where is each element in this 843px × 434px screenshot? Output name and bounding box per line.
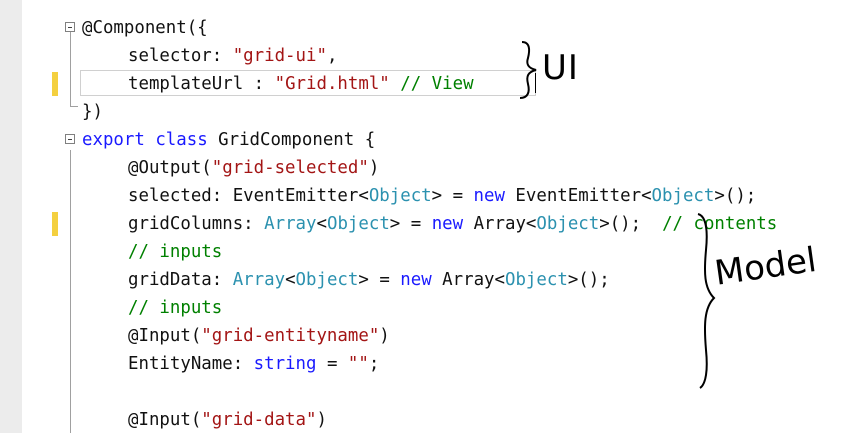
code-token: // inputs [128,298,223,318]
code-token: "grid-entityname" [201,326,380,346]
code-line[interactable]: selector: "grid-ui", [22,42,843,70]
code-line[interactable]: // inputs [22,294,843,322]
code-token: GridComponent { [207,130,376,150]
code-text: gridColumns: Array<Object> = new Array<O… [128,210,777,238]
code-token: = [316,354,348,374]
code-text: }) [82,98,103,126]
code-text: @Input("grid-data") [128,406,327,434]
outline-guide [70,150,71,433]
collapse-toggle-icon[interactable] [65,134,75,144]
code-line[interactable]: templateUrl : "Grid.html" // View [22,70,843,98]
code-token [390,74,400,94]
code-token: "grid-data" [201,410,317,430]
code-token: export [82,130,145,150]
code-token: Array [264,214,317,234]
code-token: "" [347,354,369,374]
code-text: selected: EventEmitter<Object> = new Eve… [128,182,756,210]
outline-guide [70,26,71,106]
code-line[interactable]: // inputs [22,238,843,266]
code-token: "grid-ui" [232,46,327,66]
code-editor[interactable]: @Component({selector: "grid-ui",template… [22,0,843,433]
code-token: @Input( [128,410,202,430]
code-token: string [253,354,317,374]
code-line[interactable]: selected: EventEmitter<Object> = new Eve… [22,182,843,210]
code-token: Array [232,270,286,290]
code-token: templateUrl : [128,74,275,94]
code-text: @Input("grid-entityname") [128,322,390,350]
code-line[interactable]: export class GridComponent { [22,126,843,154]
code-text: gridData: Array<Object> = new Array<Obje… [128,266,610,294]
code-text: @Component({ [82,14,208,42]
code-token: "Grid.html" [274,74,390,94]
change-marker [52,72,58,96]
ui-brace-annotation [519,41,537,99]
code-line[interactable]: EntityName: string = ""; [22,350,843,378]
code-text: // inputs [128,238,222,266]
code-line[interactable]: @Input("grid-entityname") [22,322,843,350]
code-text: EntityName: string = ""; [128,350,379,378]
code-token: "grid-selected" [211,158,369,178]
left-gutter-strip [0,0,22,433]
code-line[interactable]: }) [22,98,843,126]
code-token: // contents [641,214,778,234]
ui-annotation-label: UI [542,48,579,88]
code-token: }) [82,102,103,122]
code-token: ) [316,410,327,430]
code-token: gridColumns: [128,214,265,234]
code-token: < [316,214,327,234]
code-token: Object [368,186,432,206]
code-token: @Component({ [82,18,208,38]
code-token: selected: EventEmitter< [128,186,369,206]
code-token: Object [651,186,715,206]
code-token: > = [358,270,401,290]
model-brace-annotation [697,213,716,389]
code-token: Array< [463,214,537,234]
code-line[interactable]: @Component({ [22,14,843,42]
code-text: @Output("grid-selected") [128,154,379,182]
code-token: > = [389,214,432,234]
code-token: , [326,46,338,66]
text-caret [535,73,536,93]
code-line[interactable]: gridColumns: Array<Object> = new Array<O… [22,210,843,238]
code-token: @Input( [128,326,202,346]
code-token: // View [400,74,474,94]
code-token: @Output( [128,158,212,178]
code-token: Array< [431,270,505,290]
code-line[interactable]: @Output("grid-selected") [22,154,843,182]
current-line-highlight [80,70,536,96]
code-token: new [431,214,464,234]
code-token [145,130,155,150]
code-token: selector: [128,46,233,66]
code-token: ) [368,158,380,178]
code-token: new [473,186,505,206]
code-token: EventEmitter< [504,186,652,206]
code-token: ) [379,326,390,346]
code-token: new [400,270,432,290]
code-token: EntityName: [128,354,254,374]
collapse-toggle-icon[interactable] [65,22,75,32]
code-token: >(); [599,214,642,234]
code-token: class [155,130,208,150]
code-token: gridData: [128,270,233,290]
code-text: templateUrl : "Grid.html" // View [128,70,474,98]
code-token: Object [536,214,600,234]
code-token: < [285,270,296,290]
code-token: > = [431,186,474,206]
code-token: Object [295,270,359,290]
outline-guide-end [70,106,78,107]
code-token: >(); [567,270,610,290]
code-token: // inputs [128,242,223,262]
code-token: Object [326,214,390,234]
code-token: Object [504,270,568,290]
code-token: ; [368,354,380,374]
code-line[interactable]: gridData: Array<Object> = new Array<Obje… [22,266,843,294]
code-token: >(); [714,186,757,206]
code-line[interactable]: @Input("grid-data") [22,406,843,434]
code-text: export class GridComponent { [82,126,375,154]
code-text: // inputs [128,294,222,322]
code-text: selector: "grid-ui", [128,42,337,70]
change-marker [52,212,58,236]
